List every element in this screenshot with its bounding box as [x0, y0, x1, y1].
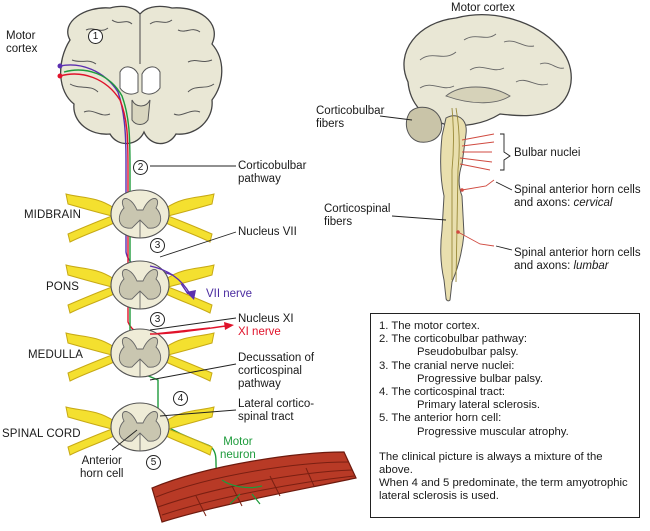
section-midbrain — [65, 189, 215, 243]
section-spinal-cord — [65, 402, 215, 456]
grey-matter — [118, 269, 162, 300]
xi-nerve-arrow — [149, 325, 227, 335]
lateral-ventricles — [119, 66, 139, 95]
bulbar-nerve-rootlets — [457, 133, 495, 247]
level-medulla: MEDULLA — [28, 349, 84, 361]
marker-2: 2 — [133, 160, 148, 175]
legend-item-3-detail: Progressive bulbar palsy. — [417, 372, 543, 385]
legend-note: The clinical picture is always a mixture… — [379, 450, 603, 477]
section-medulla — [65, 328, 215, 382]
nucleus-vii-label: Nucleus VII — [238, 226, 297, 238]
muscle-fibers — [151, 451, 357, 523]
marker-5: 5 — [146, 455, 161, 470]
sagittal-brain — [403, 14, 572, 302]
nerve-root-right — [163, 406, 215, 456]
right-leaders — [379, 115, 513, 251]
nucleus-xi-label: Nucleus XI — [238, 313, 294, 325]
cerebellum — [405, 106, 443, 143]
nerve-root-right — [163, 193, 215, 243]
xi-nerve-arrowhead — [224, 322, 234, 330]
grey-matter — [118, 198, 162, 229]
legend-item-5-detail: Progressive muscular atrophy. — [417, 425, 569, 438]
level-spinal-cord: SPINAL CORD — [2, 428, 81, 440]
level-midbrain: MIDBRAIN — [24, 209, 82, 221]
marker-1: 1 — [88, 29, 103, 44]
legend-box: 1. The motor cortex. 2. The corticobulba… — [370, 313, 640, 518]
grey-matter — [118, 411, 162, 442]
legend-item-2-detail: Pseudobulbar palsy. — [417, 346, 519, 359]
legend-item-1: 1. The motor cortex. — [379, 320, 480, 332]
nerve-root-right — [163, 332, 215, 382]
left-leaders — [111, 165, 237, 451]
legend-item-4: 4. The corticospinal tract: — [379, 386, 505, 399]
vii-nerve-label: VII nerve — [206, 288, 253, 300]
section-pons — [65, 260, 215, 314]
marker-3-pons: 3 — [150, 238, 165, 253]
vii-nerve-arrow — [149, 265, 191, 295]
marker-4: 4 — [173, 391, 188, 406]
xi-nerve-label: XI nerve — [238, 326, 281, 338]
vii-nerve-arrowhead — [186, 290, 196, 300]
lateral-corticospinal-label: Lateral cortico-spinal tract — [238, 398, 315, 423]
marker-3-medulla: 3 — [150, 312, 165, 327]
level-pons: PONS — [46, 281, 79, 293]
motor-cortex-label-sagittal: Motor cortex — [451, 2, 515, 14]
legend-item-5: 5. The anterior horn cell: — [379, 412, 502, 425]
legend-item-3: 3. The cranial nerve nuclei: — [379, 359, 515, 372]
legend-item-2: 2. The corticobulbar pathway: — [379, 333, 527, 346]
spinal-sections — [65, 189, 234, 456]
legend-item-4-detail: Primary lateral sclerosis. — [417, 399, 541, 412]
bulbar-nuclei-label: Bulbar nuclei — [514, 147, 581, 159]
legend-note-2: When 4 and 5 predominate, the term amyot… — [379, 477, 628, 503]
grey-matter — [118, 337, 162, 368]
